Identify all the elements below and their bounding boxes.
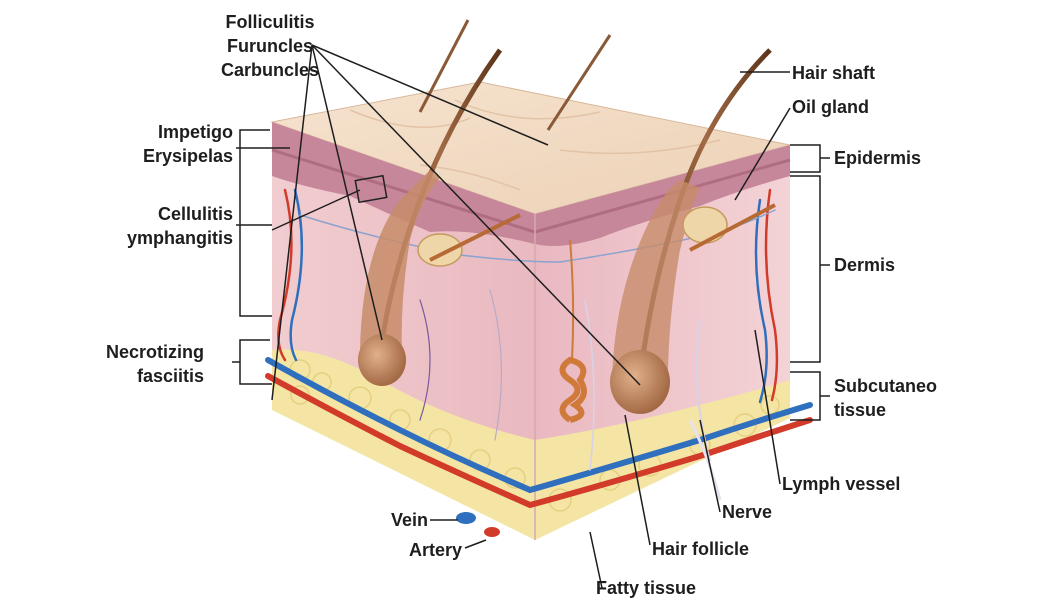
label-cellulitis: Cellulitis	[158, 204, 233, 224]
label-folliculitis: Folliculitis	[225, 12, 314, 32]
label-fatty-tissue: Fatty tissue	[596, 578, 696, 598]
label-artery: Artery	[409, 540, 462, 560]
label-fasciitis: fasciitis	[137, 366, 204, 386]
label-necrotizing: Necrotizing	[106, 342, 204, 362]
label-oil-gland: Oil gland	[792, 97, 869, 117]
label-dermis: Dermis	[834, 255, 895, 275]
label-vein: Vein	[391, 510, 428, 530]
label-nerve: Nerve	[722, 502, 772, 522]
label-carbuncles: Carbuncles	[221, 60, 319, 80]
label-epidermis: Epidermis	[834, 148, 921, 168]
label-tissue: tissue	[834, 400, 886, 420]
label-hair-shaft: Hair shaft	[792, 63, 875, 83]
label-furuncles: Furuncles	[227, 36, 313, 56]
label-erysipelas: Erysipelas	[143, 146, 233, 166]
label-lymph-vessel: Lymph vessel	[782, 474, 900, 494]
label-impetigo: Impetigo	[158, 122, 233, 142]
label-hair-follicle: Hair follicle	[652, 539, 749, 559]
label-lymphangitis: ymphangitis	[127, 228, 233, 248]
label-subcutaneo: Subcutaneo	[834, 376, 937, 396]
